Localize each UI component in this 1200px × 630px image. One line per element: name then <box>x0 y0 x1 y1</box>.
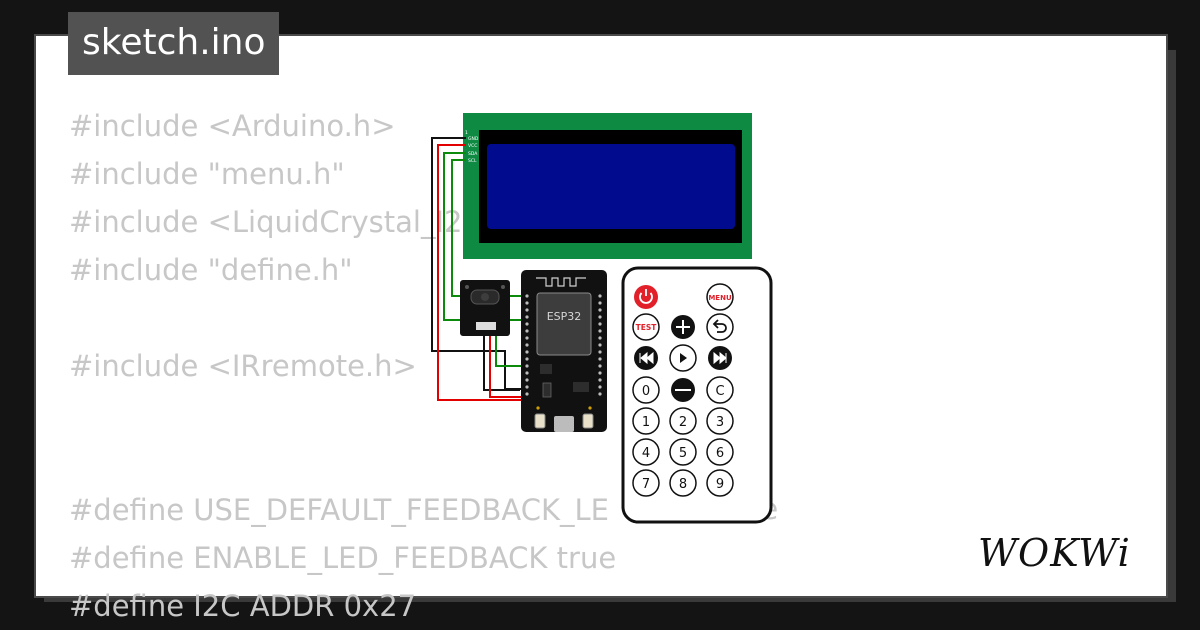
lcd-pin-vcc: VCC <box>468 143 477 149</box>
digit-label: 0 <box>642 384 650 399</box>
remote-button-6[interactable]: 6 <box>706 438 734 466</box>
esp32-board[interactable]: ESP32 <box>521 270 607 432</box>
ir-mount-hole-icon <box>465 285 469 289</box>
code-line: #include <LiquidCrystal_I2 <box>69 205 463 239</box>
lcd-pin-scl: SCL <box>468 158 477 164</box>
remote-button-play[interactable] <box>669 344 697 372</box>
remote-button-minus[interactable] <box>671 378 695 402</box>
digit-label: 5 <box>679 446 687 461</box>
led-icon <box>588 406 592 410</box>
remote-button-3[interactable]: 3 <box>706 407 734 435</box>
remote-button-prev[interactable] <box>634 346 658 370</box>
menu-label: MENU <box>708 294 732 302</box>
digit-label: 3 <box>716 415 724 430</box>
digit-label: 8 <box>679 477 687 492</box>
code-line: #include <IRremote.h> <box>69 349 417 383</box>
esp32-chip <box>540 364 552 374</box>
code-line: #include "define.h" <box>69 253 353 287</box>
code-line: #define ENABLE_LED_FEEDBACK true <box>69 541 617 575</box>
digit-label: 7 <box>642 477 650 492</box>
ir-mount-hole-icon <box>501 285 505 289</box>
wokwi-logo-text: WOKWi <box>978 531 1131 575</box>
wire-green-ir <box>495 336 527 367</box>
remote-body <box>621 266 773 524</box>
boot-button[interactable] <box>534 413 546 429</box>
wire-black-gnd <box>431 137 600 390</box>
remote-button-2[interactable]: 2 <box>669 407 697 435</box>
lcd-display[interactable]: 1 GND VCC SDA SCL <box>463 113 752 259</box>
remote-button-0[interactable]: 0 <box>632 376 660 404</box>
esp32-pins-left <box>525 294 529 396</box>
wire-black-ir <box>483 336 520 391</box>
remote-button-7[interactable]: 7 <box>632 469 660 497</box>
digit-label: 1 <box>642 415 650 430</box>
file-name-tab[interactable]: sketch.ino <box>68 12 280 75</box>
remote-button-next[interactable] <box>708 346 732 370</box>
digit-label: 6 <box>716 446 724 461</box>
remote-button-plus[interactable] <box>671 315 695 339</box>
digit-label: 2 <box>679 415 687 430</box>
remote-button-menu[interactable]: MENU <box>706 283 734 311</box>
esp32-label: ESP32 <box>547 310 582 323</box>
ir-receiver[interactable] <box>460 280 510 336</box>
reset-button[interactable] <box>582 413 594 429</box>
esp32-module <box>536 292 592 356</box>
remote-button-9[interactable]: 9 <box>706 469 734 497</box>
ir-remote[interactable]: MENU TEST 0 <box>621 266 773 524</box>
lcd-pin-number: 1 <box>465 130 468 136</box>
return-icon <box>715 323 727 333</box>
esp32-transistor <box>542 382 552 398</box>
antenna-icon <box>536 277 586 287</box>
wokwi-logo[interactable]: WOKWi <box>976 528 1152 578</box>
ir-pin-header <box>476 322 496 330</box>
clear-label: C <box>715 384 724 399</box>
return-icon <box>712 319 719 329</box>
ir-sensor-lens <box>481 293 489 301</box>
remote-button-back[interactable] <box>706 313 734 341</box>
esp32-pins-right <box>598 294 602 396</box>
lcd-pin-sda: SDA <box>468 151 478 157</box>
digit-label: 4 <box>642 446 650 461</box>
led-icon <box>536 406 540 410</box>
code-line: #include "menu.h" <box>69 157 345 191</box>
remote-button-5[interactable]: 5 <box>669 438 697 466</box>
lcd-pin-gnd: GND <box>468 136 479 142</box>
code-line: #include <Arduino.h> <box>69 109 396 143</box>
remote-button-4[interactable]: 4 <box>632 438 660 466</box>
digit-label: 9 <box>716 477 724 492</box>
test-label: TEST <box>636 323 658 332</box>
rewind-icon <box>639 351 654 365</box>
remote-button-c[interactable]: C <box>706 376 734 404</box>
code-preview: #include <Arduino.h> #include "menu.h" #… <box>69 102 616 630</box>
card-shadow-bottom <box>44 594 1176 602</box>
play-icon <box>680 353 687 363</box>
remote-button-test[interactable]: TEST <box>632 313 660 341</box>
usb-port <box>554 416 574 432</box>
esp32-regulator <box>573 382 589 392</box>
lcd-screen <box>487 144 735 229</box>
code-line: #define I2C ADDR 0x27 <box>69 589 417 623</box>
remote-button-8[interactable]: 8 <box>669 469 697 497</box>
remote-button-power[interactable] <box>634 285 658 309</box>
remote-button-1[interactable]: 1 <box>632 407 660 435</box>
code-line: #define USE_DEFAULT_FEEDBACK_LE <box>69 493 609 527</box>
power-icon <box>639 292 653 304</box>
fast-forward-icon <box>713 351 727 365</box>
